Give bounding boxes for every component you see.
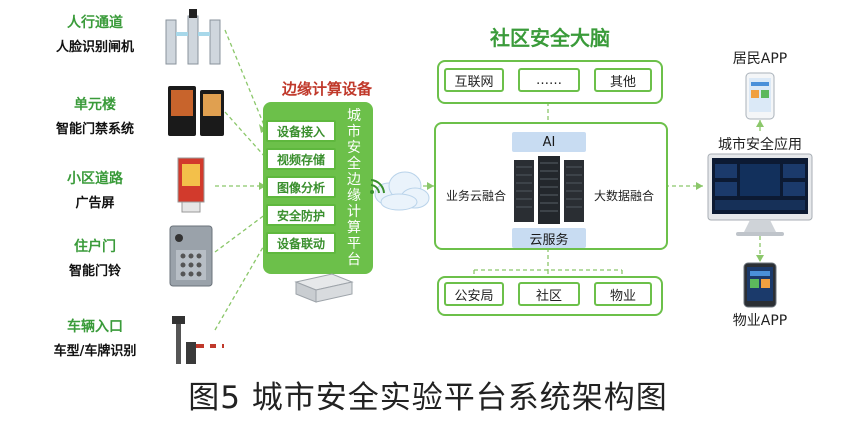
server-rack-image xyxy=(514,156,584,224)
device-name-face-gate: 人脸识别闸机 xyxy=(55,40,134,55)
monitor-image xyxy=(707,153,813,236)
city-app-label: 城市安全应用 xyxy=(718,137,802,153)
device-category-vehicle-entry: 车辆入口 xyxy=(67,319,123,335)
target-community: 社区 xyxy=(518,282,580,306)
edge-item-video-storage: 视频存储 xyxy=(266,148,336,170)
target-property: 物业 xyxy=(594,282,652,306)
edge-item-image-analysis: 图像分析 xyxy=(266,176,336,198)
device-category-road: 小区道路 xyxy=(67,171,123,187)
wifi-icon xyxy=(370,179,385,194)
edge-item-device-linkage: 设备联动 xyxy=(266,232,336,254)
property-phone-image xyxy=(743,262,777,308)
edge-item-security-protection: 安全防护 xyxy=(266,204,336,226)
source-internet: 互联网 xyxy=(444,68,504,92)
device-name-access-control: 智能门禁系统 xyxy=(55,122,134,137)
doorbell-image xyxy=(169,225,213,287)
device-category-pedestrian: 人行通道 xyxy=(67,15,123,31)
edge-server-image xyxy=(294,273,354,303)
device-name-plate-recognition: 车型/车牌识别 xyxy=(53,344,137,359)
property-app-label: 物业APP xyxy=(732,313,788,329)
edge-item-device-access: 设备接入 xyxy=(266,120,336,142)
device-name-ad-screen: 广告屏 xyxy=(75,196,115,211)
resident-app-label: 居民APP xyxy=(732,51,788,67)
device-category-door: 住户门 xyxy=(74,239,116,255)
source-other: 其他 xyxy=(594,68,652,92)
target-police: 公安局 xyxy=(444,282,504,306)
business-cloud-fusion-label: 业务云融合 xyxy=(445,189,506,203)
ad-screen-image xyxy=(177,157,205,213)
big-data-fusion-label: 大数据融合 xyxy=(593,189,654,203)
source-ellipsis: …… xyxy=(518,68,580,92)
edge-vertical-label: 城市安全边缘计算平台 xyxy=(347,108,361,268)
figure-caption: 图5 城市安全实验平台系统架构图 xyxy=(188,380,668,416)
vehicle-gate-image xyxy=(172,316,224,364)
device-name-doorbell: 智能门铃 xyxy=(68,264,121,279)
device-category-unit-building: 单元楼 xyxy=(74,97,116,113)
ai-bar: AI xyxy=(512,132,586,152)
edge-title: 边缘计算设备 xyxy=(281,80,372,98)
brain-title: 社区安全大脑 xyxy=(490,26,610,50)
cloud-service-bar: 云服务 xyxy=(512,228,586,248)
face-gate-image xyxy=(165,9,221,65)
access-control-image xyxy=(168,86,224,136)
resident-phone-image xyxy=(745,72,775,120)
